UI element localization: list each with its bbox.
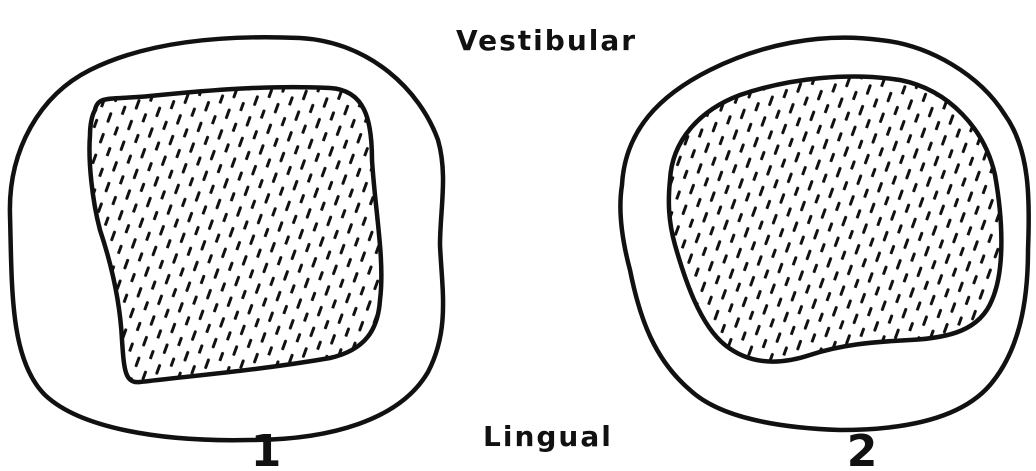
figure-1: 1 [10, 37, 443, 471]
lingual-label: Lingual [483, 420, 613, 453]
figure-1-hatched-core [89, 87, 381, 382]
vestibular-label: Vestibular [456, 24, 637, 57]
figure-2-hatched-core [669, 76, 1002, 361]
figure-1-number: 1 [251, 426, 282, 471]
figure-2-number: 2 [847, 426, 878, 471]
figure-2: 2 [620, 38, 1028, 471]
